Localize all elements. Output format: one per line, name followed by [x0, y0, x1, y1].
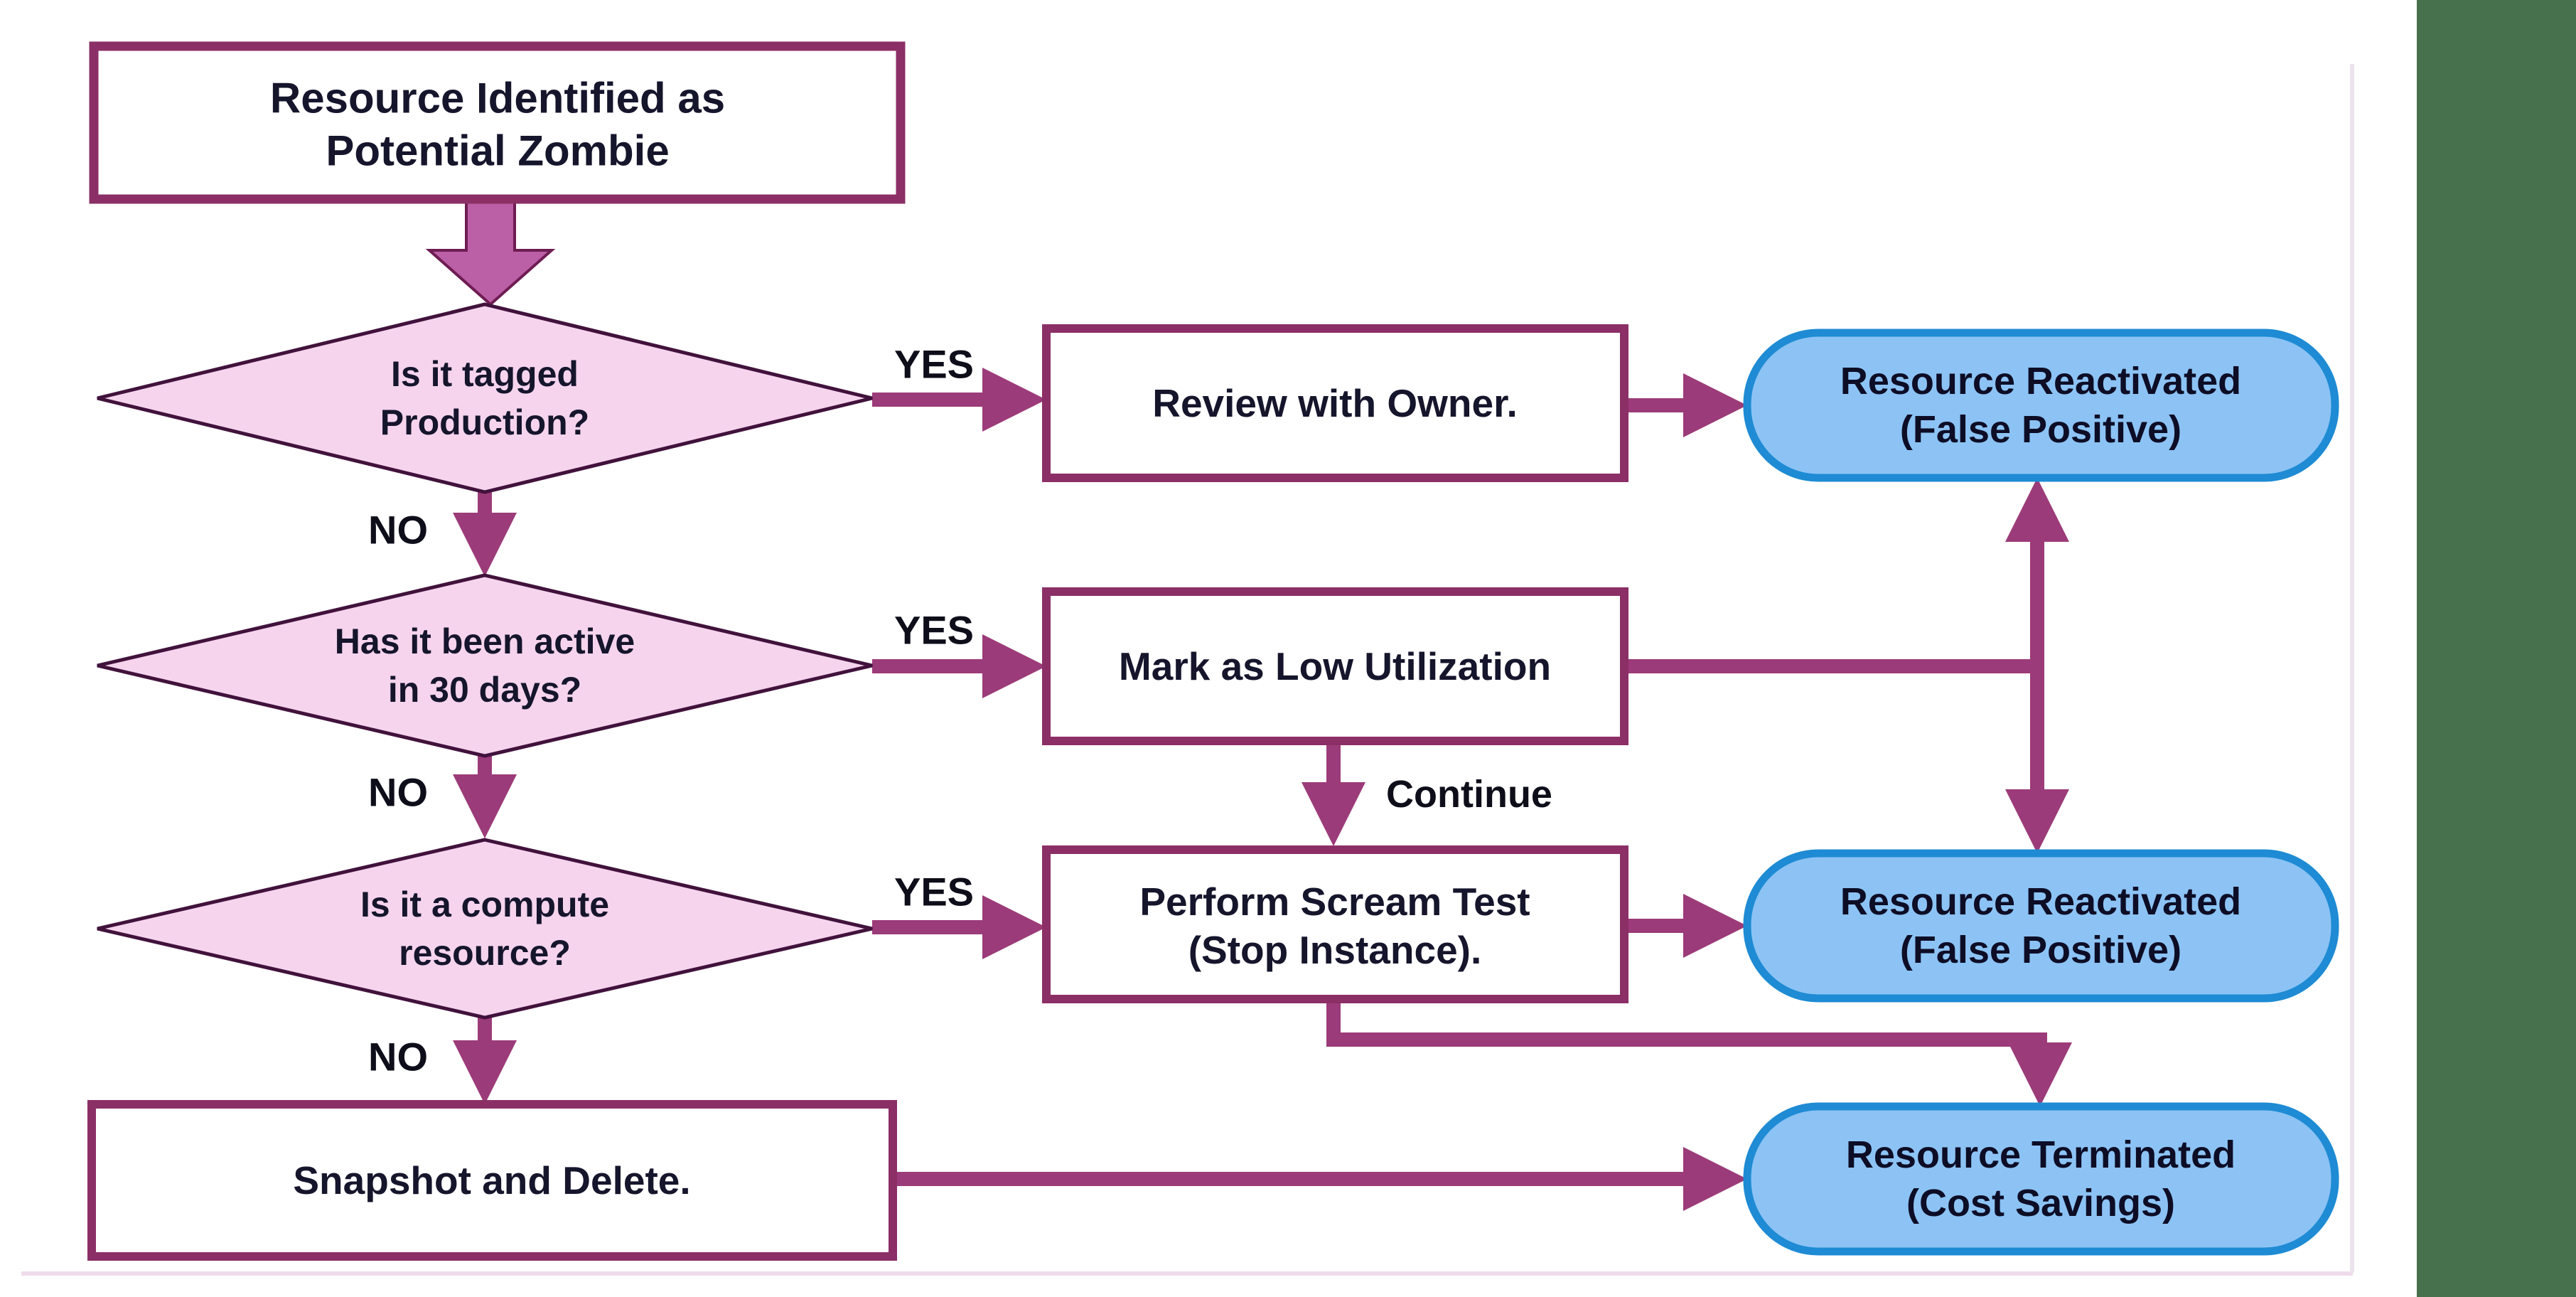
terminated-shape — [1743, 1102, 2339, 1256]
node-reactivated-mid: Resource Reactivated (False Positive) — [1743, 849, 2339, 1003]
review-label: Review with Owner. — [1152, 381, 1517, 425]
snapshot-label: Snapshot and Delete. — [293, 1158, 690, 1202]
node-mark-low-utilization: Mark as Low Utilization — [1042, 587, 1628, 745]
mark-label: Mark as Low Utilization — [1119, 644, 1551, 688]
reactivated-mid-line1: Resource Reactivated — [1840, 880, 2241, 923]
decision3-label-line2: resource? — [399, 933, 571, 973]
decision1-label-line1: Is it tagged — [391, 354, 579, 394]
decision1-diamond-shape — [97, 302, 873, 494]
label-continue: Continue — [1386, 773, 1552, 816]
node-start: Resource Identified as Potential Zombie — [89, 41, 906, 204]
start-to-decision1-block-arrow — [425, 198, 556, 306]
decision2-diamond-shape — [97, 573, 873, 758]
edge-labels: YES YES YES NO NO NO Continue — [368, 342, 1552, 1079]
terminated-line1: Resource Terminated — [1846, 1133, 2236, 1176]
scream-label-line1: Perform Scream Test — [1139, 880, 1530, 924]
node-terminated: Resource Terminated (Cost Savings) — [1743, 1102, 2339, 1256]
decision1-label-line2: Production? — [380, 402, 589, 442]
right-side-strip — [2417, 0, 2576, 1297]
mark-box-shape — [1042, 587, 1628, 745]
start-label-line2: Potential Zombie — [326, 127, 669, 175]
reactivated-mid-shape — [1743, 849, 2339, 1003]
node-decision-active-30-days: Has it been active in 30 days? — [97, 573, 873, 758]
frame-right-line — [2350, 64, 2354, 1273]
reactivated-top-line1: Resource Reactivated — [1840, 360, 2241, 402]
reactivated-top-line2: (False Positive) — [1900, 408, 2181, 451]
snapshot-box-shape — [87, 1100, 897, 1261]
decision2-label-line2: in 30 days? — [388, 670, 581, 710]
label-no2: NO — [368, 770, 428, 815]
label-no3: NO — [368, 1035, 428, 1079]
review-box-shape — [1042, 324, 1628, 482]
node-decision-tagged-production: Is it tagged Production? — [97, 302, 873, 494]
label-yes1: YES — [894, 342, 974, 387]
decision2-label-line1: Has it been active — [335, 621, 635, 661]
node-decision-compute-resource: Is it a compute resource? — [97, 838, 873, 1020]
frame-bottom-line — [21, 1271, 2353, 1276]
label-no1: NO — [368, 508, 428, 553]
scream-label-line2: (Stop Instance). — [1188, 928, 1482, 972]
label-yes3: YES — [894, 870, 974, 914]
reactivated-top-shape — [1743, 329, 2339, 482]
start-box-shape — [89, 41, 906, 204]
start-label-line1: Resource Identified as — [270, 75, 725, 122]
label-yes2: YES — [894, 608, 974, 653]
scream-box-shape — [1042, 845, 1628, 1003]
node-snapshot-delete: Snapshot and Delete. — [87, 1100, 897, 1261]
node-review-with-owner: Review with Owner. — [1042, 324, 1628, 482]
edge-scream-to-terminated — [1326, 999, 2072, 1106]
decision3-diamond-shape — [97, 838, 873, 1020]
connectors — [425, 198, 2072, 1211]
node-perform-scream-test: Perform Scream Test (Stop Instance). — [1042, 845, 1628, 1003]
reactivated-mid-line2: (False Positive) — [1900, 929, 2181, 971]
node-reactivated-top: Resource Reactivated (False Positive) — [1743, 329, 2339, 482]
terminated-line2: (Cost Savings) — [1906, 1182, 2175, 1224]
decision3-label-line1: Is it a compute — [360, 885, 609, 924]
